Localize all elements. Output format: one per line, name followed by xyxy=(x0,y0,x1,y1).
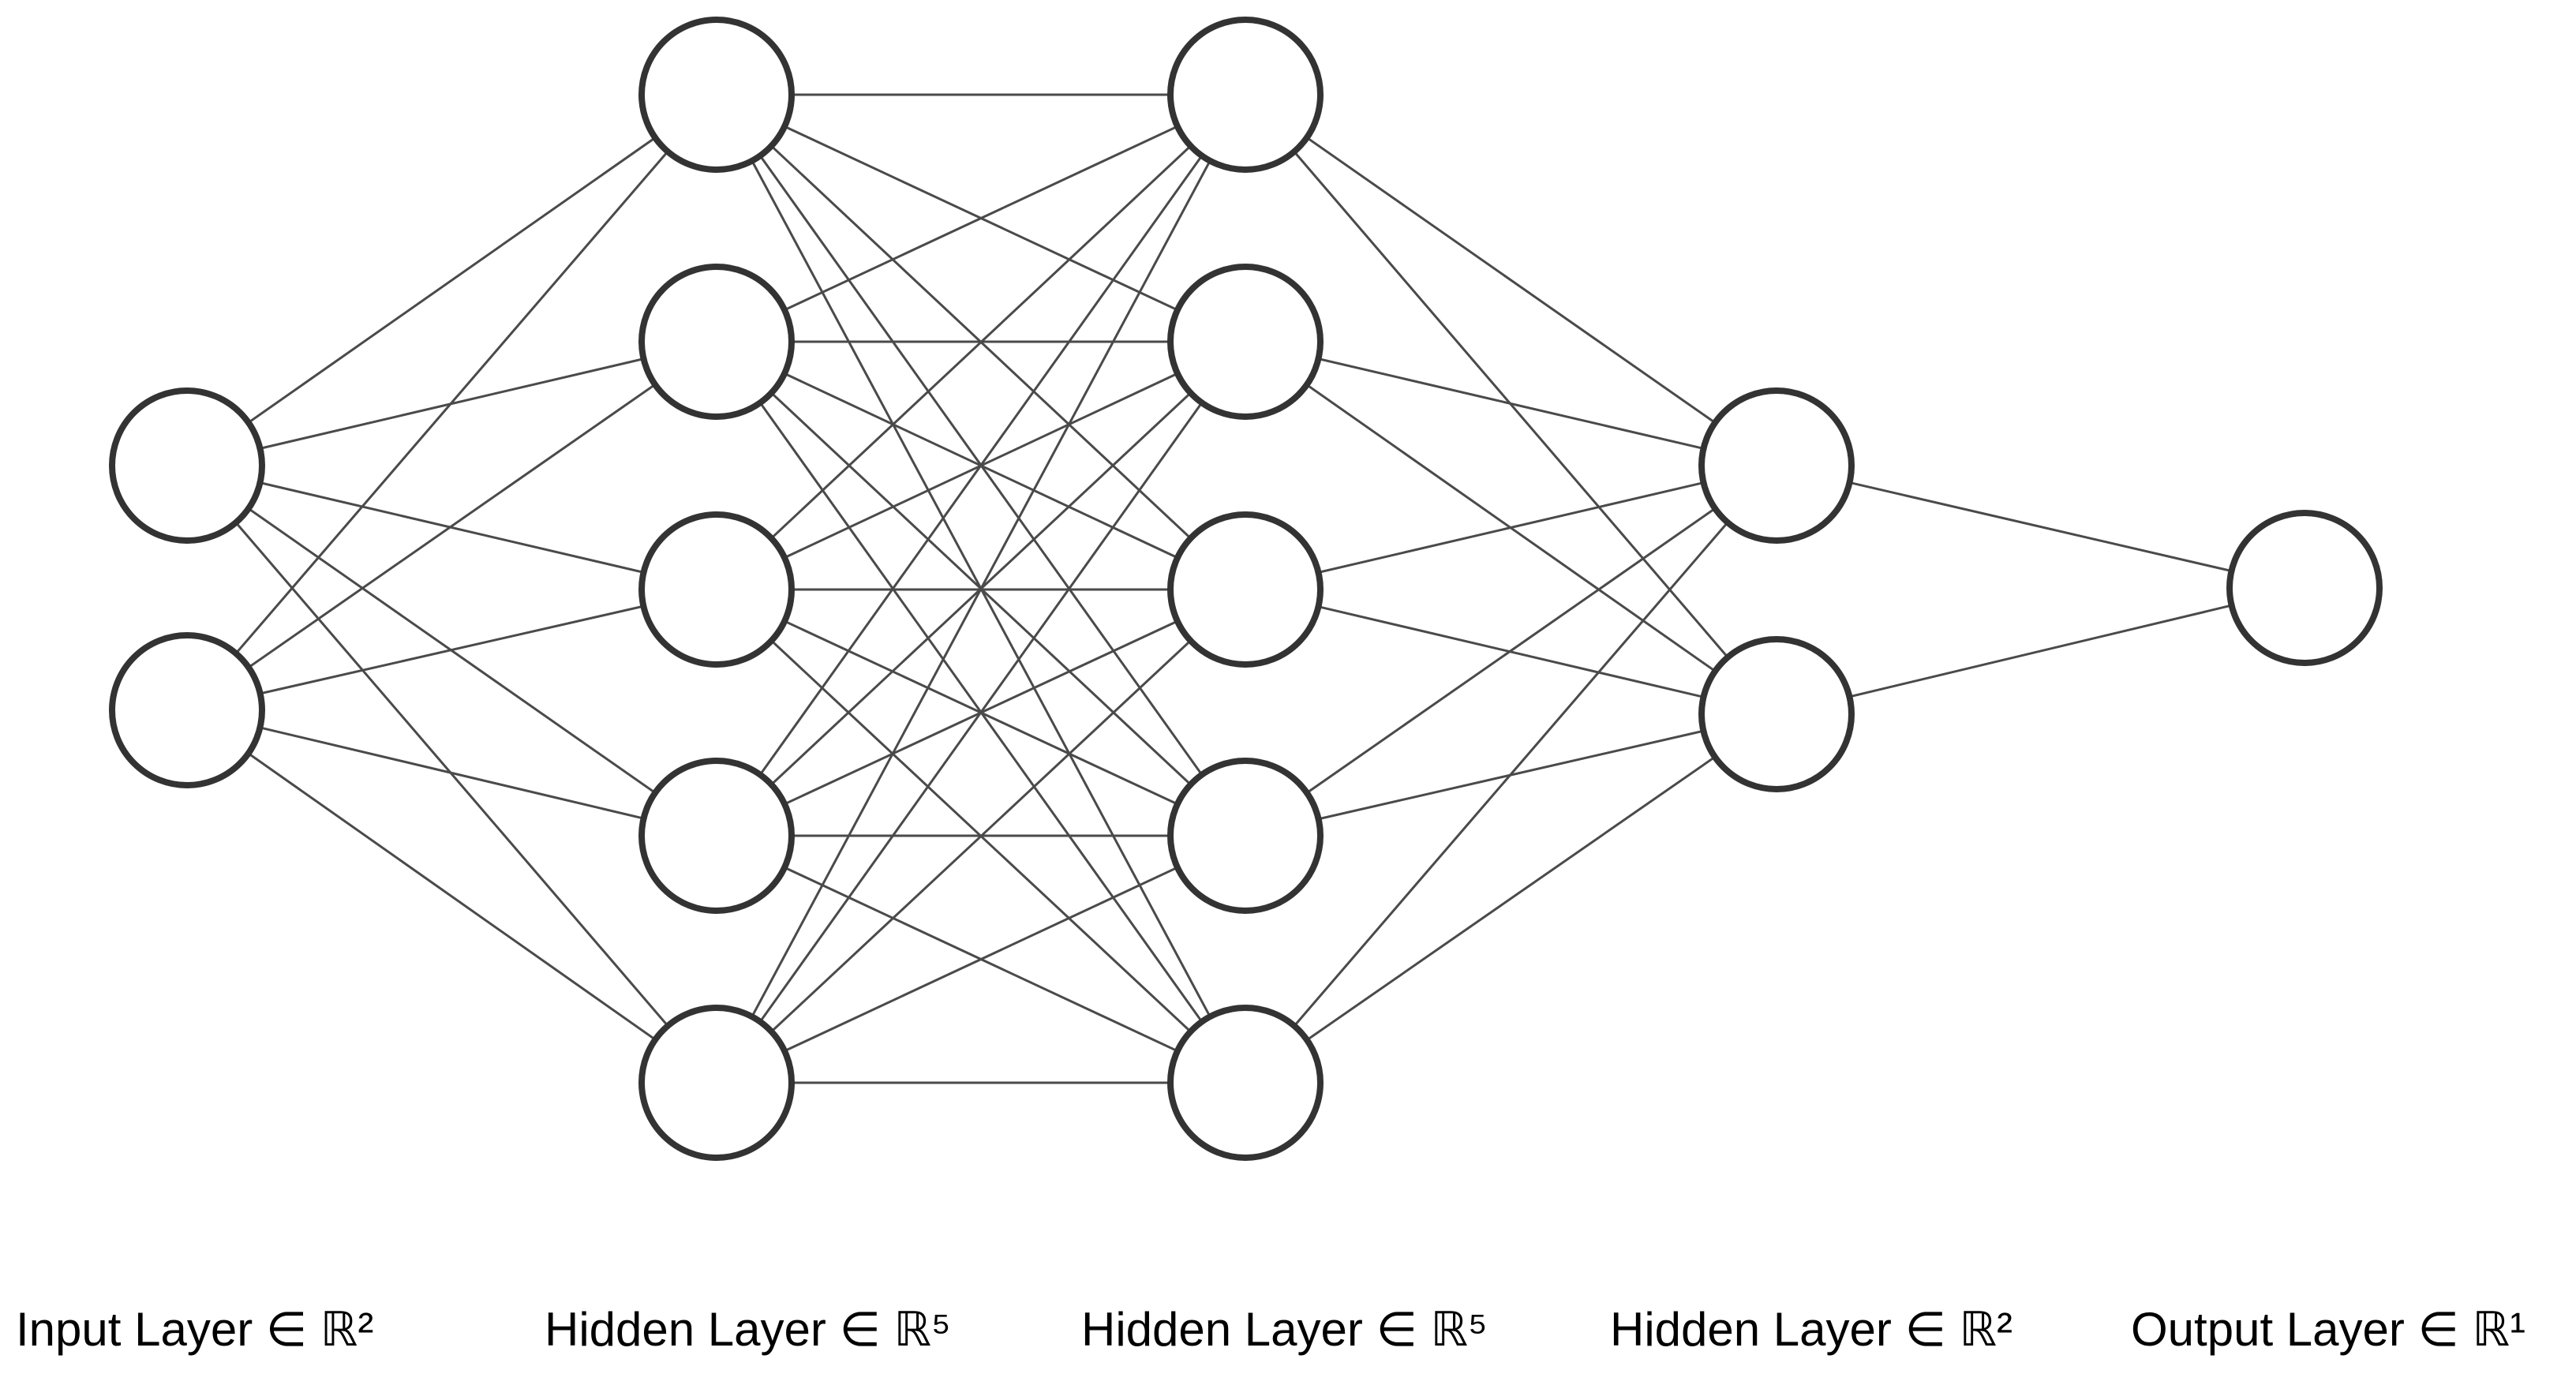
connection-edge xyxy=(186,709,717,837)
connection-edge xyxy=(185,94,718,711)
hidden-layer-2-neuron-5 xyxy=(1167,1005,1324,1161)
hidden-layer-2-neuron-3 xyxy=(1167,511,1324,668)
connection-edge xyxy=(186,340,717,712)
input-layer-neuron-1 xyxy=(109,387,265,544)
connection-edge xyxy=(186,464,717,591)
hidden-layer-2-label: Hidden Layer ∈ ℝ⁵ xyxy=(1081,1303,1488,1356)
hidden-layer-2-neuron-2 xyxy=(1167,264,1324,420)
connection-edge xyxy=(715,94,1247,1084)
connection-edge xyxy=(1245,93,1777,467)
hidden-layer-2-neuron-4 xyxy=(1167,758,1324,914)
hidden-layer-1-neuron-4 xyxy=(638,758,795,914)
connection-edge xyxy=(715,94,1247,837)
hidden-layer-1-neuron-5 xyxy=(638,1005,795,1161)
connection-edge xyxy=(1776,464,2305,590)
connection-edge xyxy=(716,93,1246,343)
hidden-layer-3-neuron-1 xyxy=(1698,387,1855,544)
connection-edge xyxy=(186,93,717,467)
output-layer-neuron-1 xyxy=(2226,510,2383,666)
connection-edge xyxy=(1776,586,2305,716)
connection-edge xyxy=(1245,340,1777,467)
hidden-layer-1-neuron-2 xyxy=(638,264,795,420)
input-layer-neuron-2 xyxy=(109,632,265,788)
hidden-layer-1-neuron-3 xyxy=(638,511,795,668)
neurons-group xyxy=(109,17,2383,1161)
connections-group xyxy=(185,93,2305,1084)
connection-edge xyxy=(186,588,717,712)
hidden-layer-1-label: Hidden Layer ∈ ℝ⁵ xyxy=(545,1303,951,1356)
connection-edge xyxy=(715,341,1247,1084)
connection-edge xyxy=(1244,465,1778,1084)
output-layer-label: Output Layer ∈ ℝ¹ xyxy=(2131,1303,2525,1356)
connection-edge xyxy=(715,588,1247,1084)
hidden-layer-2-neuron-1 xyxy=(1167,17,1324,173)
connection-edge xyxy=(1245,464,1777,837)
hidden-layer-3-label: Hidden Layer ∈ ℝ² xyxy=(1610,1303,2012,1356)
connection-edge xyxy=(716,834,1246,1084)
input-layer-label: Input Layer ∈ ℝ² xyxy=(16,1303,374,1356)
hidden-layer-1-neuron-1 xyxy=(638,17,795,173)
connection-edge xyxy=(1245,713,1777,1084)
hidden-layer-3-neuron-2 xyxy=(1698,636,1855,792)
connection-edge xyxy=(715,93,1247,591)
connection-edge xyxy=(1245,464,1777,591)
connection-edge xyxy=(186,709,717,1084)
